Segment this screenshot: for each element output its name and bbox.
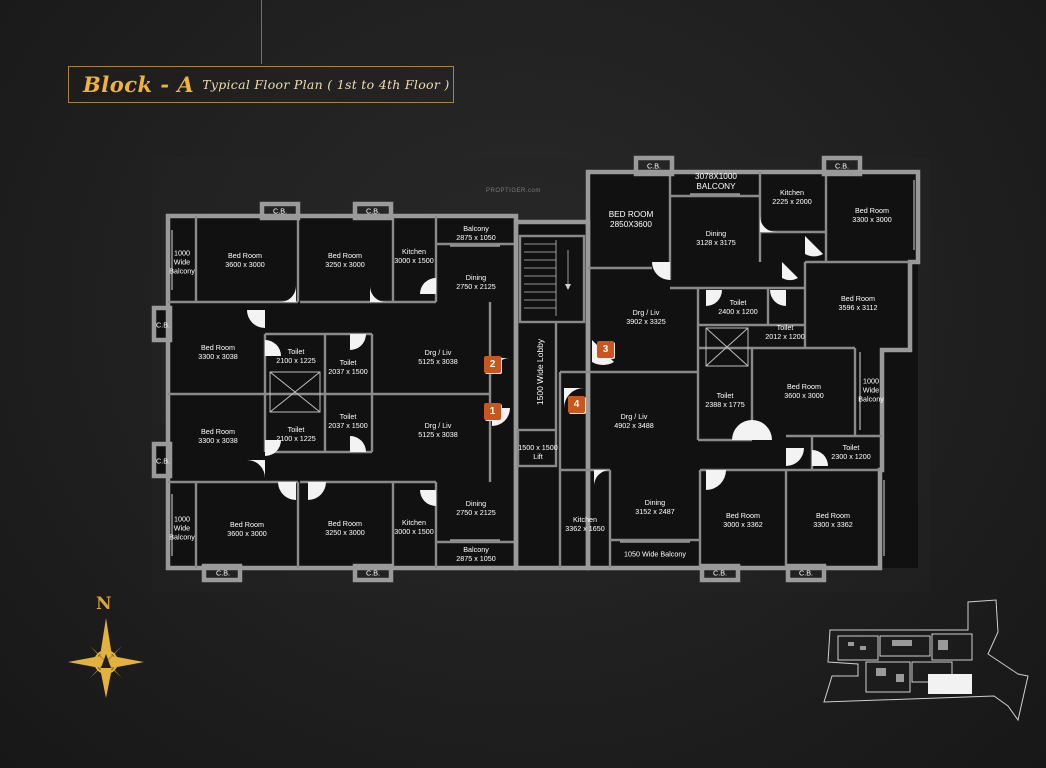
lift-shaft-right — [705, 327, 749, 367]
room-label: C.B. — [156, 320, 170, 330]
room-label: Balcony 2875 x 1050 — [456, 224, 496, 242]
room-label: 1000 Wide Balcony — [858, 376, 884, 404]
room-label: Bed Room 3300 x 3038 — [198, 427, 238, 445]
room-label: 1500 x 1500 Lift — [518, 443, 558, 461]
room-label: Toilet 2037 x 1500 — [328, 358, 368, 376]
room-label: Bed Room 3250 x 3000 — [325, 251, 365, 269]
room-label: Bed Room 3300 x 3362 — [813, 511, 853, 529]
room-label: Bed Room 3300 x 3000 — [852, 206, 892, 224]
room-label: Toilet 2300 x 1200 — [831, 443, 871, 461]
room-label: BED ROOM 2850X3600 — [608, 210, 654, 229]
room-label: Bed Room 3250 x 3000 — [325, 519, 365, 537]
room-label: Kitchen 3362 x 1650 — [565, 515, 605, 533]
room-label: Toilet 2012 x 1200 — [765, 323, 805, 341]
room-label: Toilet 2388 x 1775 — [705, 391, 745, 409]
room-label: 1000 Wide Balcony — [169, 248, 195, 276]
room-label: Toilet 2100 x 1225 — [276, 425, 316, 443]
unit-badge-2: 2 — [484, 356, 501, 373]
room-label: Drg / Liv 4902 x 3488 — [614, 412, 654, 430]
room-label: C.B. — [366, 568, 380, 578]
room-label: C.B. — [156, 456, 170, 466]
room-label: Bed Room 3600 x 3000 — [784, 382, 824, 400]
room-label: Bed Room 3300 x 3038 — [198, 343, 238, 361]
decorative-line — [261, 0, 262, 64]
watermark: PROPTIGER.com — [486, 188, 541, 194]
room-label: 3078X1000 BALCONY — [695, 172, 737, 191]
lift-shaft-left — [269, 371, 321, 413]
unit-badge-3: 3 — [597, 341, 614, 358]
room-label: 1050 Wide Balcony — [624, 549, 686, 559]
room-label: 1000 Wide Balcony — [169, 514, 195, 542]
right-wing-walls — [558, 169, 921, 571]
room-label: Kitchen 3000 x 1500 — [394, 247, 434, 265]
key-plan-map — [823, 599, 1029, 722]
room-label: Bed Room 3596 x 3112 — [838, 294, 878, 312]
room-label: Drg / Liv 3902 x 3325 — [626, 308, 666, 326]
cb-bumps-right — [633, 155, 863, 583]
floor-plan-subtitle: Typical Floor Plan ( 1st to 4th Floor ) — [202, 77, 450, 92]
room-label: Bed Room 3000 x 3362 — [723, 511, 763, 529]
room-label: Kitchen 3000 x 1500 — [394, 518, 434, 536]
room-label: C.B. — [799, 568, 813, 578]
unit-badge-1: 1 — [484, 403, 501, 420]
room-label: Dining 2750 x 2125 — [456, 499, 496, 517]
room-label: Dining 2750 x 2125 — [456, 273, 496, 291]
cb-bumps-left — [151, 201, 394, 583]
room-label: C.B. — [835, 161, 849, 171]
room-label: Kitchen 2225 x 2000 — [772, 188, 812, 206]
window-marks — [171, 180, 915, 556]
room-label: C.B. — [647, 161, 661, 171]
room-label: Balcony 2875 x 1050 — [456, 545, 496, 563]
room-label: C.B. — [713, 568, 727, 578]
room-label: Dining 3152 x 2487 — [635, 498, 675, 516]
door-swings — [247, 216, 828, 506]
room-label: Bed Room 3600 x 3000 — [227, 520, 267, 538]
lobby-label: 1500 Wide Lobby — [535, 338, 545, 406]
room-label: C.B. — [366, 206, 380, 216]
room-label: Toilet 2100 x 1225 — [276, 347, 316, 365]
room-label: Drg / Liv 5125 x 3038 — [418, 421, 458, 439]
compass-rose-icon — [68, 618, 144, 698]
room-label: Drg / Liv 5125 x 3038 — [418, 348, 458, 366]
room-label: Toilet 2400 x 1200 — [718, 298, 758, 316]
compass-north-letter: N — [96, 594, 112, 614]
room-label: C.B. — [216, 568, 230, 578]
plan-title-box: Block - A Typical Floor Plan ( 1st to 4t… — [68, 66, 454, 103]
room-label: Bed Room 3600 x 3000 — [225, 251, 265, 269]
room-label: Dining 3128 x 3175 — [696, 229, 736, 247]
block-title: Block - A — [83, 72, 195, 97]
room-label: Toilet 2037 x 1500 — [328, 412, 368, 430]
unit-badge-4: 4 — [568, 396, 585, 413]
room-label: C.B. — [273, 206, 287, 216]
